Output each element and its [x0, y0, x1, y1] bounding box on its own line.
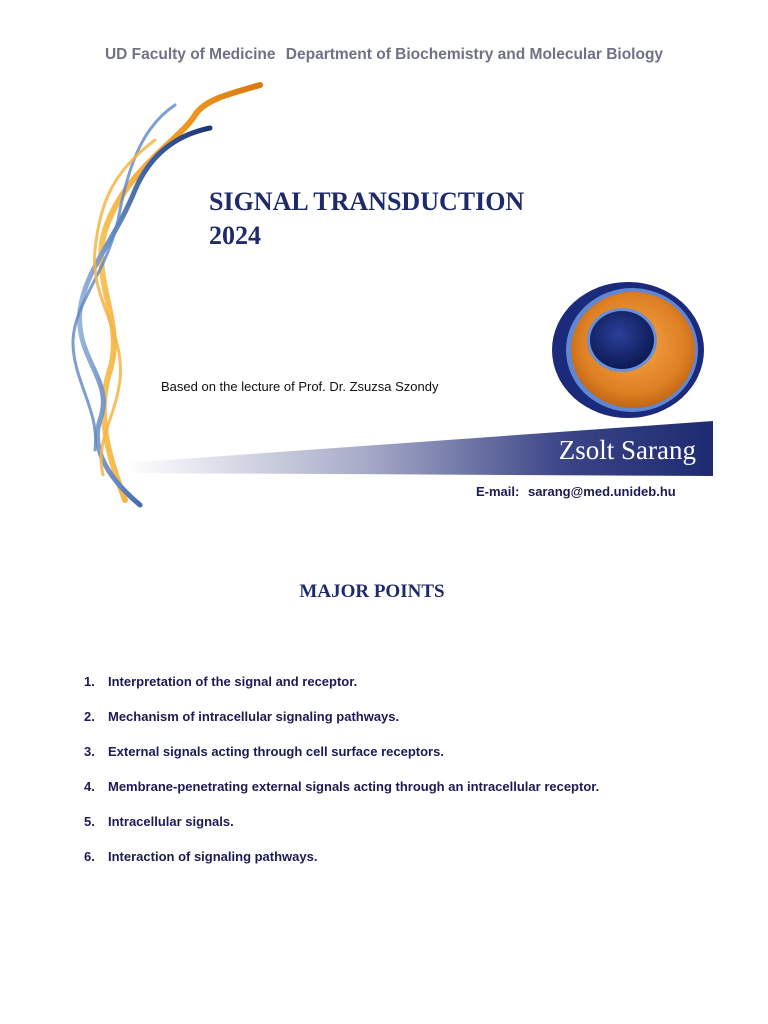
list-item: 3. External signals acting through cell s…: [84, 744, 599, 779]
email-address: sarang@med.unideb.hu: [527, 484, 676, 499]
author-banner: [125, 421, 713, 476]
department-header: UD Faculty of Medicine Department of Bio…: [0, 46, 768, 64]
dna-helix-illustration: [71, 82, 263, 508]
list-item: 1. Interpretation of the signal and recep…: [84, 674, 599, 709]
item-text: Interaction of signaling pathways.: [108, 849, 318, 864]
lecture-credit: Based on the lecture of Prof. Dr. Zsuzsa…: [161, 379, 439, 394]
item-number: 1.: [84, 674, 95, 689]
major-points-list: 1. Interpretation of the signal and recep…: [84, 674, 599, 884]
faculty-name: UD Faculty of Medicine: [104, 46, 276, 63]
contact-email: E-mail: sarang@med.unideb.hu: [476, 484, 676, 499]
item-number: 2.: [84, 709, 95, 724]
item-number: 6.: [84, 849, 95, 864]
item-text: Interpretation of the signal and recepto…: [108, 674, 358, 689]
item-text: Membrane-penetrating external signals ac…: [108, 779, 600, 794]
department-name: Department of Biochemistry and Molecular…: [285, 46, 664, 63]
title-line-1: SIGNAL TRANSDUCTION: [209, 187, 525, 216]
author-name: Zsolt Sarang: [558, 435, 696, 465]
item-text: External signals acting through cell sur…: [108, 744, 444, 759]
item-text: Intracellular signals.: [108, 814, 234, 829]
list-item: 5. Intracellular signals.: [84, 814, 599, 849]
item-text: Mechanism of intracellular signaling pat…: [108, 709, 400, 724]
presentation-title: SIGNAL TRANSDUCTION 2024: [209, 185, 524, 253]
item-number: 5.: [84, 814, 95, 829]
email-label: E-mail:: [476, 484, 520, 499]
major-points-heading: MAJOR POINTS: [299, 581, 445, 602]
list-item: 2. Mechanism of intracellular signaling p…: [84, 709, 599, 744]
title-year: 2024: [209, 221, 261, 250]
list-item: 6. Interaction of signaling pathways.: [84, 849, 599, 884]
list-item: 4. Membrane-penetrating external signals …: [84, 779, 599, 814]
item-number: 3.: [84, 744, 95, 759]
item-number: 4.: [84, 779, 95, 794]
cell-illustration: [552, 282, 704, 418]
